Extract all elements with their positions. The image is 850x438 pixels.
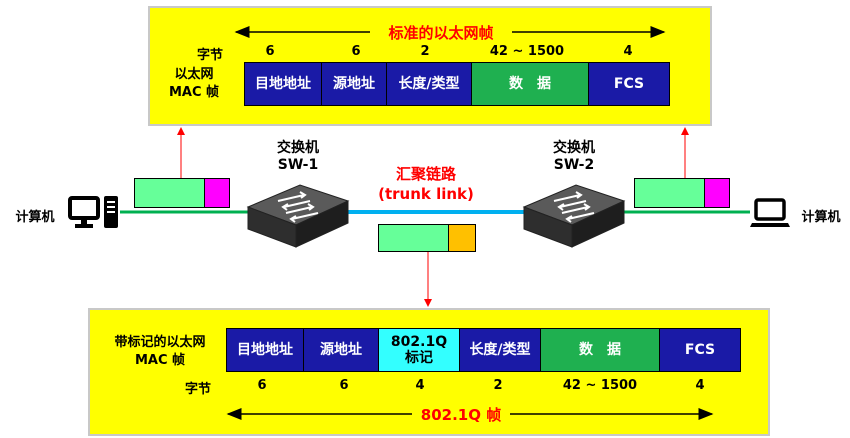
- top-size-data: 42 ~ 1500: [489, 44, 565, 59]
- bottom-field-dst: 目地地址: [226, 328, 304, 372]
- top-field-src: 源地址: [321, 62, 387, 106]
- bottom-row-label-line2: MAC 帧: [134, 353, 186, 368]
- trunk-label-en: (trunk link): [378, 185, 474, 203]
- top-size-len: 2: [420, 44, 430, 59]
- bottom-field-tag: 802.1Q 标记: [378, 328, 460, 372]
- top-field-data: 数 据: [471, 62, 589, 106]
- switch2-name: 交换机: [553, 140, 595, 156]
- bottom-row-label: 带标记的以太网 MAC 帧: [100, 334, 220, 370]
- top-size-dst: 6: [265, 44, 275, 59]
- top-row-label: 以太网 MAC 帧: [160, 66, 228, 102]
- switch-icon: [522, 184, 626, 248]
- trunk-label: 汇聚链路 (trunk link): [360, 164, 492, 204]
- computer-left-label: 计算机: [15, 210, 55, 225]
- top-size-src: 6: [351, 44, 361, 59]
- top-field-len: 长度/类型: [386, 62, 472, 106]
- bottom-frame-title: 802.1Q 帧: [420, 406, 502, 424]
- frame-left: [134, 178, 230, 208]
- frame-right: [634, 178, 730, 208]
- bottom-size-data: 42 ~ 1500: [562, 378, 638, 393]
- bottom-field-len: 长度/类型: [459, 328, 541, 372]
- bottom-size-dst: 6: [257, 378, 267, 393]
- switch-icon: [246, 184, 350, 248]
- computer-right-label: 计算机: [801, 210, 841, 225]
- top-bytes-label: 字节: [196, 48, 223, 63]
- bottom-field-tag-line2: 标记: [405, 350, 433, 366]
- switch1-label: 交换机 SW-1: [258, 140, 338, 174]
- switch1-id: SW-1: [277, 157, 319, 173]
- switch2-id: SW-2: [553, 157, 595, 173]
- desktop-computer-icon: [68, 196, 118, 228]
- bottom-bytes-label: 字节: [184, 382, 211, 397]
- frame-trunk-tag: [448, 225, 475, 251]
- bottom-field-data: 数 据: [540, 328, 660, 372]
- top-row-label-line1: 以太网: [174, 67, 214, 82]
- bottom-size-tag: 4: [415, 378, 425, 393]
- bottom-field-tag-line1: 802.1Q: [390, 334, 448, 350]
- bottom-field-src: 源地址: [303, 328, 379, 372]
- frame-left-fcs: [204, 179, 229, 207]
- top-frame-title: 标准的以太网帧: [388, 24, 494, 42]
- trunk-label-cn: 汇聚链路: [395, 165, 456, 183]
- switch1-name: 交换机: [277, 140, 319, 156]
- switch2-label: 交换机 SW-2: [534, 140, 614, 174]
- top-field-fcs: FCS: [588, 62, 670, 106]
- bottom-size-fcs: 4: [695, 378, 705, 393]
- laptop-icon: [750, 198, 790, 227]
- bottom-row-label-line1: 带标记的以太网: [114, 335, 206, 350]
- top-row-label-line2: MAC 帧: [168, 85, 220, 100]
- bottom-size-len: 2: [493, 378, 503, 393]
- frame-right-fcs: [704, 179, 729, 207]
- top-field-dst: 目地地址: [244, 62, 322, 106]
- bottom-size-src: 6: [339, 378, 349, 393]
- frame-trunk: [378, 224, 476, 252]
- bottom-field-fcs: FCS: [659, 328, 741, 372]
- top-size-fcs: 4: [623, 44, 633, 59]
